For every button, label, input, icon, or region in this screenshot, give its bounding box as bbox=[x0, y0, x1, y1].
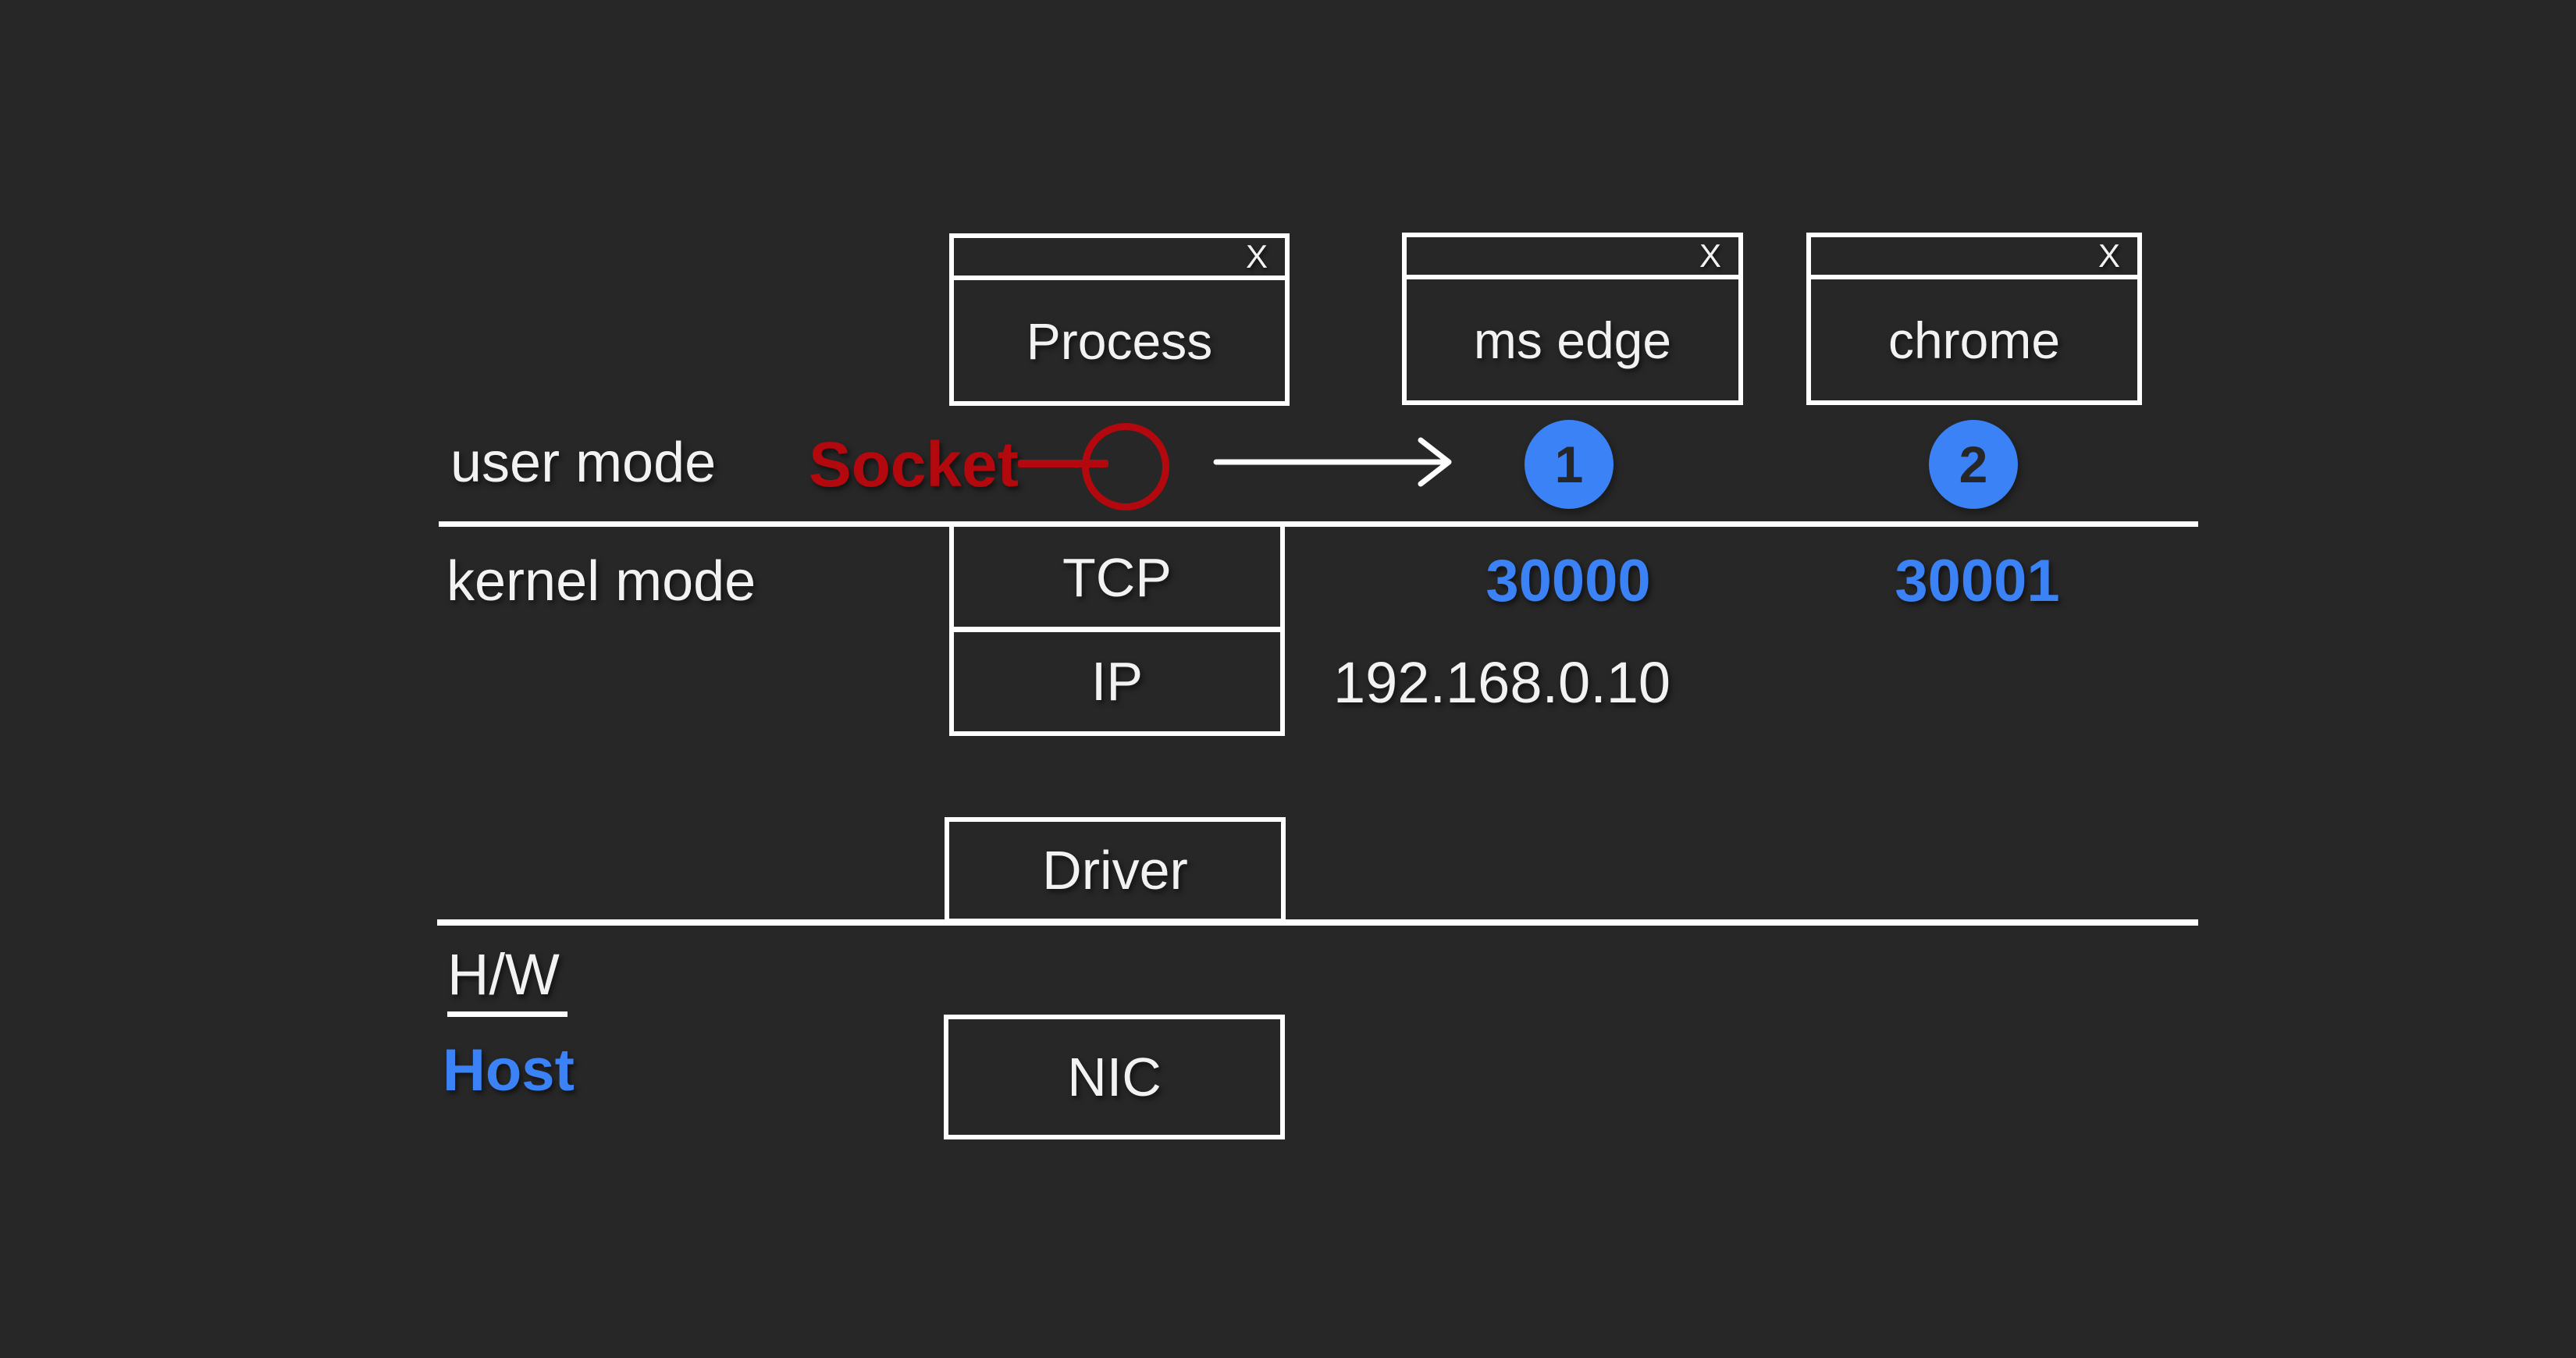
close-icon: X bbox=[1699, 237, 1721, 274]
host-label: Host bbox=[443, 1037, 575, 1104]
window-titlebar: X bbox=[954, 238, 1285, 280]
window-titlebar: X bbox=[1407, 237, 1738, 279]
close-icon: X bbox=[2097, 237, 2120, 274]
tcp-box: TCP bbox=[949, 522, 1285, 632]
user-mode-label: user mode bbox=[450, 432, 717, 494]
window-title: chrome bbox=[1888, 311, 2061, 369]
ip-address-value: 192.168.0.10 bbox=[1333, 650, 1671, 715]
nic-box: NIC bbox=[944, 1015, 1285, 1139]
ip-box: IP bbox=[949, 627, 1285, 736]
window-chrome: X chrome bbox=[1806, 233, 2142, 405]
socket-label: Socket bbox=[809, 429, 1019, 500]
arrow-right-icon bbox=[1213, 437, 1452, 487]
port-number-30000: 30000 bbox=[1485, 548, 1651, 614]
close-icon: X bbox=[1245, 238, 1268, 275]
window-process: X Process bbox=[949, 233, 1290, 406]
window-ms-edge: X ms edge bbox=[1402, 233, 1743, 405]
hardware-label: H/W bbox=[447, 946, 568, 1017]
port-badge-2: 2 bbox=[1929, 420, 2018, 509]
window-title: ms edge bbox=[1473, 311, 1672, 369]
socket-connector-line bbox=[1018, 460, 1108, 467]
kernel-hardware-separator-line bbox=[437, 919, 2198, 926]
port-number-30001: 30001 bbox=[1895, 548, 2060, 614]
driver-box: Driver bbox=[945, 817, 1286, 923]
user-kernel-separator-line bbox=[439, 521, 2198, 527]
socket-circle-icon bbox=[1082, 423, 1169, 510]
kernel-mode-label: kernel mode bbox=[447, 550, 756, 613]
window-title: Process bbox=[1026, 311, 1213, 370]
port-badge-1: 1 bbox=[1525, 420, 1614, 509]
window-titlebar: X bbox=[1811, 237, 2137, 279]
